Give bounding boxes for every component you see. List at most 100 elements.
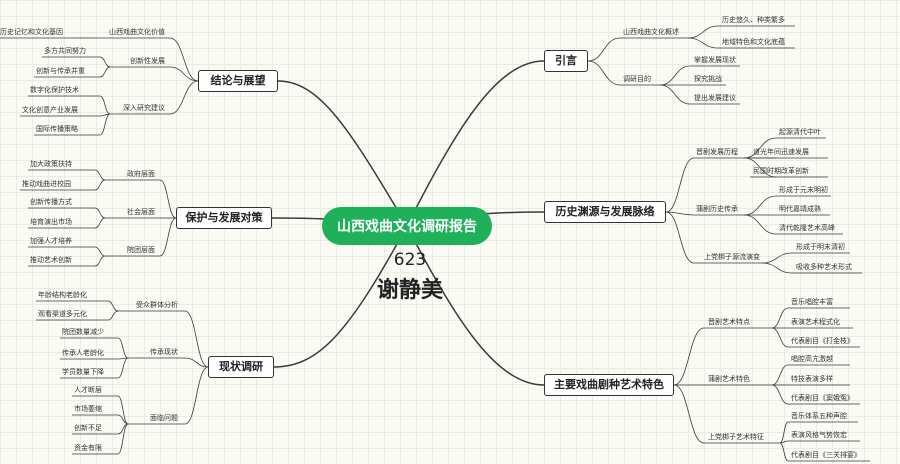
- connector-line: [117, 395, 129, 425]
- leaf-item: 加大政策扶持: [30, 160, 72, 168]
- leaf-item: 加强人才培养: [30, 237, 72, 245]
- leaf-item: 历史悠久、种类繁多: [722, 16, 785, 24]
- connector-line: [761, 252, 793, 264]
- connector-line: [771, 307, 789, 329]
- branch-art-features[interactable]: 主要戏曲剧种艺术特色: [544, 374, 674, 396]
- leaf-item: 探究挑战: [694, 75, 722, 83]
- connector-line: [94, 169, 106, 181]
- branch-protection[interactable]: 保护与发展对策: [176, 207, 272, 229]
- connector-line: [184, 357, 209, 368]
- leaf-item: 唱腔高亢激越: [791, 355, 833, 363]
- topic-jinju-history[interactable]: 晋剧发展历程: [696, 148, 738, 156]
- connector-line: [94, 217, 106, 229]
- topic-jinju-features[interactable]: 晋剧艺术特点: [708, 318, 750, 326]
- leaf-item: 特技表演多样: [791, 375, 833, 383]
- topic-problems[interactable]: 面临问题: [150, 414, 178, 422]
- connector-line: [169, 66, 199, 82]
- topic-audience[interactable]: 受众群体分析: [136, 301, 178, 309]
- connector-line: [184, 310, 209, 368]
- connector-line: [94, 255, 106, 267]
- leaf-item: 表演风格气势恢宏: [791, 431, 847, 439]
- connector-line: [406, 60, 545, 227]
- connector-line: [184, 366, 209, 425]
- connector-line: [687, 25, 719, 39]
- connector-line: [169, 80, 199, 115]
- leaf-item: 院团数量减少: [62, 328, 104, 336]
- leaf-item: 推动艺术创新: [30, 256, 72, 264]
- connector-line: [743, 157, 777, 178]
- leaf-item: 音乐体系五种声腔: [791, 412, 847, 420]
- connector-line: [99, 95, 111, 115]
- topic-government[interactable]: 政府层面: [127, 170, 155, 178]
- branch-conclusion[interactable]: 结论与展望: [198, 70, 278, 92]
- connector-line: [94, 179, 106, 191]
- connector-line: [117, 357, 129, 379]
- topic-shangdang-features[interactable]: 上党梆子艺术特征: [708, 433, 764, 441]
- leaf-item: 音乐唱腔丰富: [791, 298, 833, 306]
- leaf-item: 人才断层: [74, 386, 102, 394]
- connector-line: [771, 327, 789, 348]
- topic-inheritance[interactable]: 传承现状: [150, 348, 178, 356]
- topic-shangdang-history[interactable]: 上党梆子源流演变: [704, 253, 760, 261]
- leaf-item: 多方共同努力: [44, 47, 86, 55]
- leaf-item: 培育演出市场: [30, 218, 72, 226]
- topic-purpose[interactable]: 调研目的: [623, 75, 651, 83]
- connector-line: [117, 423, 129, 455]
- leaf-item: 形成于元末明初: [779, 186, 828, 194]
- connector-line: [779, 442, 789, 462]
- connector-line: [771, 364, 789, 386]
- connector-line: [665, 211, 695, 264]
- topic-puju-history[interactable]: 蒲剧历史传承: [696, 205, 738, 213]
- topic-overview[interactable]: 山西戏曲文化概述: [623, 28, 679, 36]
- topic-troupe[interactable]: 院团层面: [127, 246, 155, 254]
- leaf-item: 民国时期改革创新: [753, 167, 809, 175]
- connector-line: [779, 421, 789, 444]
- connector-line: [743, 214, 777, 235]
- connector-line: [761, 262, 793, 274]
- connector-line: [159, 217, 177, 257]
- connector-line: [99, 113, 111, 136]
- leaf-item: 市场萎缩: [74, 405, 102, 413]
- leaf-item: 学员数量下降: [62, 368, 104, 376]
- leaf-item: 推动戏曲进校园: [22, 180, 71, 188]
- connector-line: [99, 56, 111, 68]
- topic-cultural-value[interactable]: 山西戏曲文化价值: [109, 28, 165, 36]
- leaf-item: 国际传播策略: [36, 125, 78, 133]
- leaf-item: 表演艺术程式化: [791, 318, 840, 326]
- topic-innovation[interactable]: 创新性发展: [130, 57, 165, 65]
- leaf-item: 创新与传承并重: [36, 67, 85, 75]
- connector-line: [107, 310, 119, 321]
- leaf-item: 提出发展建议: [694, 94, 736, 102]
- connector-line: [665, 211, 695, 216]
- connector-line: [117, 337, 129, 359]
- branch-current-status[interactable]: 现状调研: [208, 356, 274, 378]
- leaf-item: 文化创意产业发展: [22, 106, 78, 114]
- topic-research-advice[interactable]: 深入研究建议: [123, 104, 165, 112]
- center-author: 谢静美: [376, 278, 443, 303]
- leaf-item: 代表剧目《窦娥冤》: [791, 394, 854, 402]
- central-topic[interactable]: 山西戏曲文化调研报告: [322, 207, 492, 245]
- connector-line: [99, 66, 111, 78]
- connector-line: [169, 37, 199, 82]
- connector-line: [673, 384, 705, 444]
- topic-puju-features[interactable]: 蒲剧艺术特色: [708, 375, 750, 383]
- topic-society[interactable]: 社会层面: [127, 208, 155, 216]
- connector-line: [159, 179, 177, 219]
- leaf-item: 地域特色和文化底蕴: [722, 38, 785, 46]
- center-number: 623: [393, 250, 427, 270]
- connector-line: [743, 137, 777, 159]
- leaf-item: 数字化保护技术: [30, 86, 79, 94]
- leaf-item: 吸收多种艺术形式: [796, 263, 852, 271]
- branch-introduction[interactable]: 引言: [544, 50, 588, 72]
- connector-line: [587, 37, 621, 62]
- connector-line: [117, 414, 129, 425]
- leaf-item: 掌握发展现状: [694, 56, 736, 64]
- connector-line: [107, 300, 119, 312]
- leaf-item: 形成于明末清初: [796, 243, 845, 251]
- connector-line: [277, 80, 408, 227]
- branch-history[interactable]: 历史渊源与发展脉络: [544, 201, 666, 223]
- connector-line: [587, 60, 621, 86]
- connector-line: [406, 225, 545, 386]
- leaf-item: 观看渠道多元化: [38, 310, 87, 318]
- connector-line: [687, 37, 719, 49]
